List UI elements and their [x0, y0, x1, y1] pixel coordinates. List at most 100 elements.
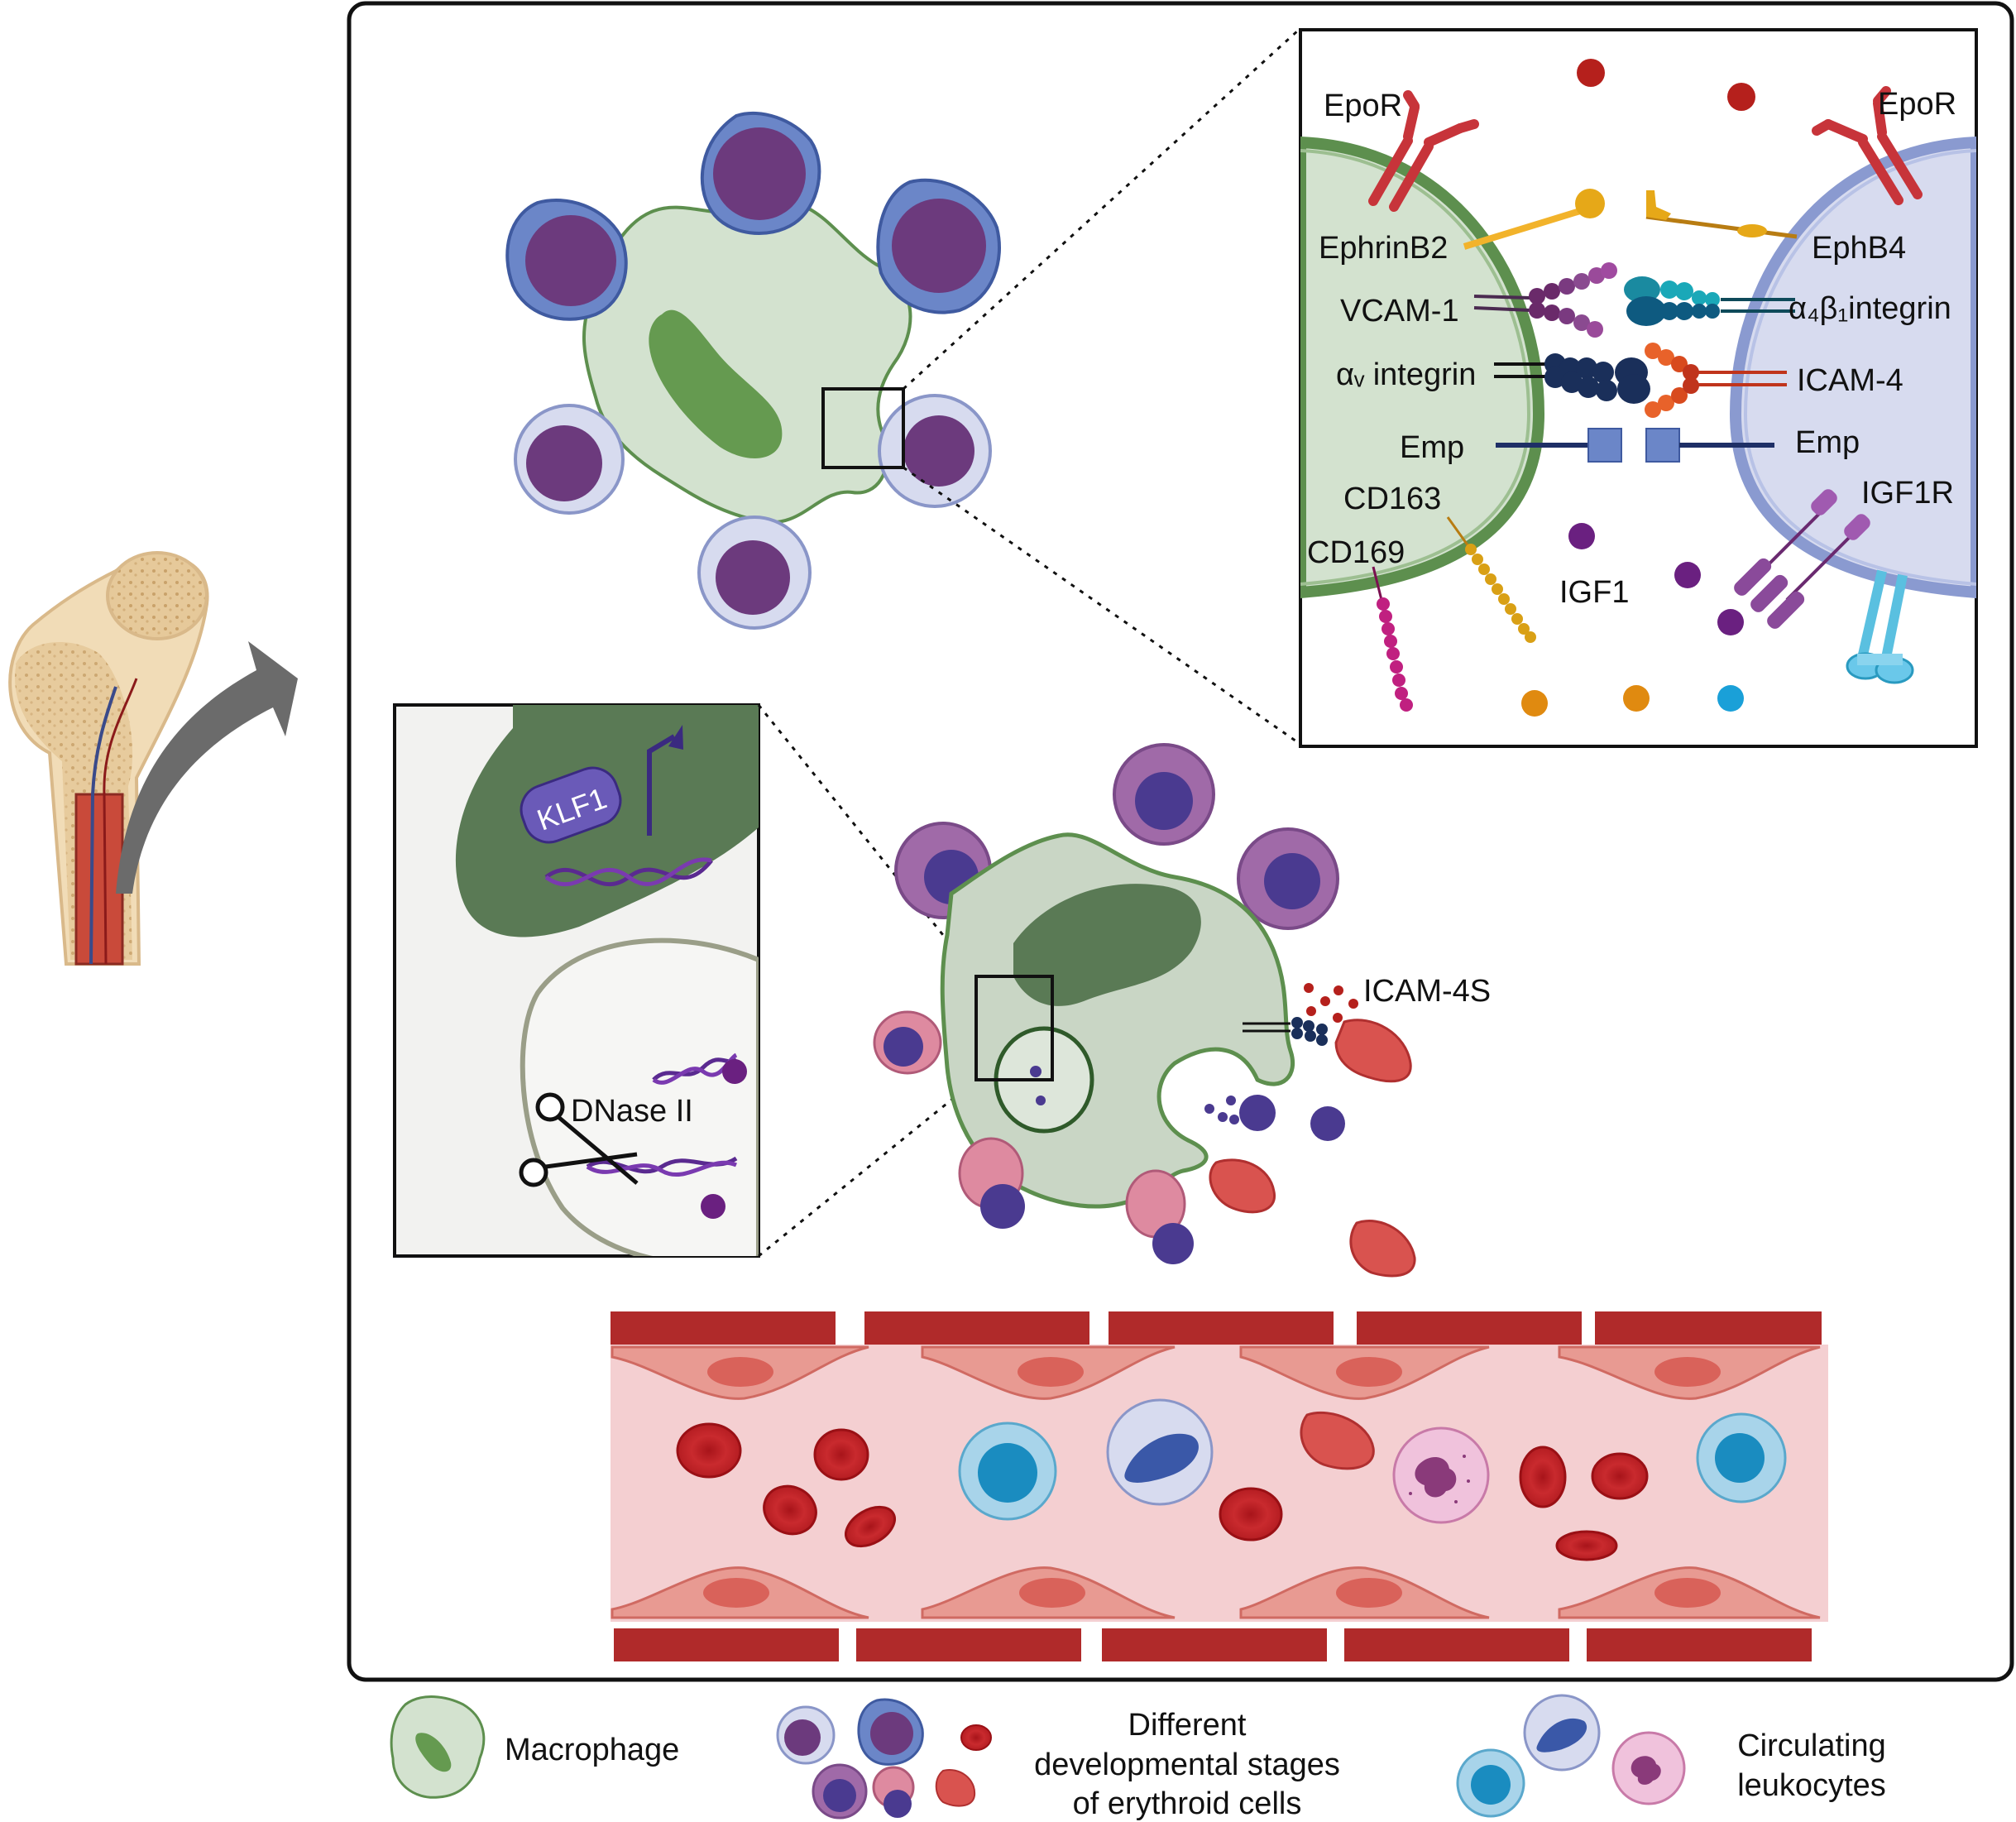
erythroblast-mauve-right [1237, 827, 1339, 930]
icam4s-dot [1306, 1006, 1316, 1016]
erythroblast-membrane-arc [1729, 136, 1976, 599]
zoom-box-central [974, 975, 1054, 1081]
nucleus-inset: KLF1 DNase II [393, 703, 760, 1258]
central-erythroblastic-island: ICAM-4S [873, 743, 1491, 1278]
epor-receptor-right [1812, 86, 1923, 205]
granulocyte [1392, 1426, 1490, 1524]
label-epor-left: EpoR [1324, 89, 1402, 123]
zoom-line-top-upper [902, 28, 1300, 391]
label-av-integrin: αᵥ integrin [1336, 357, 1476, 392]
vcam1-molecule [1473, 262, 1617, 338]
cyan-receptor [1846, 569, 1914, 684]
ephrinb2-stalk [1463, 208, 1582, 250]
lymphocyte [1106, 1398, 1214, 1506]
legend-leukocyte-icons [1456, 1694, 1686, 1818]
label-epor-right: EpoR [1878, 87, 1956, 122]
label-emp-left: Emp [1400, 430, 1464, 465]
extruding-cell-bottom-left [958, 1137, 1025, 1229]
erythrocyte [1555, 1530, 1618, 1561]
ligand-dot-orange [1623, 685, 1650, 712]
zoom-line-top-lower [903, 466, 1300, 745]
erythrocyte [1519, 1446, 1567, 1508]
erythroblast-mauve-top [1113, 743, 1215, 846]
legend-macrophage-label: Macrophage [505, 1733, 679, 1767]
legend-leukocytes-line2: leukocytes [1737, 1768, 1886, 1803]
label-icam4s: ICAM-4S [1363, 974, 1491, 1009]
erythrocyte [1591, 1452, 1649, 1500]
extruding-cell-left [873, 1010, 942, 1075]
ligand-dot-cyan [1717, 685, 1744, 712]
emp-molecule [1496, 428, 1774, 463]
vessel-wall-top [611, 1311, 1822, 1345]
endothelial-nuclei-top [707, 1357, 1721, 1387]
icam4s-dot [1348, 999, 1358, 1009]
nuclear-debris [701, 1194, 725, 1219]
icam4s-dot [1304, 983, 1314, 993]
label-a4b1-integrin: α₄β₁integrin [1789, 291, 1951, 326]
erythroblast-blue-left [505, 199, 628, 321]
label-emp-right: Emp [1795, 425, 1860, 460]
macrophage-top [582, 200, 912, 525]
reticulocyte [1334, 1019, 1412, 1083]
erythrocyte [813, 1428, 869, 1481]
top-erythroblastic-island [505, 111, 1001, 630]
label-vcam1: VCAM-1 [1340, 294, 1459, 328]
macrophage-membrane-arc [1300, 136, 1545, 599]
extruding-cell-bottom [1125, 1169, 1194, 1264]
legend-erythroid-line3: of erythroid cells [1073, 1786, 1302, 1821]
igf1-dot [1717, 609, 1744, 635]
transcription-arrow [647, 734, 676, 836]
femoral-head [106, 551, 208, 640]
legend-macrophage-icon [390, 1695, 486, 1799]
icam4s-molecule [1243, 1017, 1328, 1046]
icam4s-dot [1333, 1013, 1343, 1023]
label-ephrinb2: EphrinB2 [1319, 231, 1448, 266]
phagocytic-vacuole [520, 937, 759, 1256]
reticulocyte [1349, 1220, 1416, 1278]
av-integrin-molecule [1494, 353, 1650, 404]
reticulocyte [1209, 1158, 1276, 1214]
icam4-molecule [1645, 343, 1787, 418]
epor-receptor-left [1368, 90, 1479, 212]
erythroblast-blue-right [876, 178, 1001, 314]
zoom-arrow [116, 641, 298, 894]
erythrocyte [763, 1484, 817, 1536]
cd169-molecule [1372, 566, 1413, 712]
legend-leukocytes-line1: Circulating [1737, 1729, 1886, 1763]
epo-dot [1727, 83, 1755, 111]
vessel-wall-bottom [614, 1628, 1812, 1661]
label-icam4: ICAM-4 [1797, 363, 1903, 398]
erythrocyte [676, 1422, 742, 1479]
pyrenocyte [1310, 1106, 1345, 1141]
label-cd169: CD169 [1307, 535, 1405, 570]
icam4s-dot [1320, 996, 1330, 1006]
zoom-line-mid-lower [758, 1078, 977, 1258]
ligand-dot-orange [1521, 690, 1548, 717]
erythroblast-pale-bottom [697, 515, 812, 630]
ephb4-head [1646, 190, 1671, 220]
igf1-dot [1674, 562, 1701, 588]
icam4s-dot [1334, 985, 1343, 995]
nuclear-debris [722, 1059, 747, 1084]
epo-dot [1577, 59, 1605, 87]
monocyte-left [958, 1422, 1057, 1521]
pyrenocyte [1239, 1095, 1276, 1131]
receptor-inset: EpoR EpoR EphrinB2 EphB4 VCAM-1 α₄β₁inte… [1299, 28, 1978, 748]
legend: Macrophage Different developmental stage… [390, 1694, 1886, 1821]
ephrinb2-head [1575, 189, 1605, 218]
macrophage-top-nucleus [649, 309, 783, 458]
bone-marrow-canal [74, 793, 124, 966]
macrophage-central-nucleus [1013, 884, 1201, 1006]
cd163-molecule [1446, 516, 1536, 643]
zoom-line-mid-upper [757, 704, 978, 977]
reticulocyte [1300, 1411, 1375, 1470]
erythroblast-blue-top [700, 111, 821, 235]
erythrocytes [676, 1411, 1649, 1561]
ephb4-stalk [1645, 214, 1798, 239]
blood-vessel [611, 1311, 1828, 1661]
label-ephb4: EphB4 [1812, 231, 1906, 266]
monocyte-right [1696, 1412, 1787, 1503]
legend-erythroid-line2: developmental stages [1034, 1748, 1340, 1782]
dnase2-scissors-icon [519, 1092, 639, 1187]
